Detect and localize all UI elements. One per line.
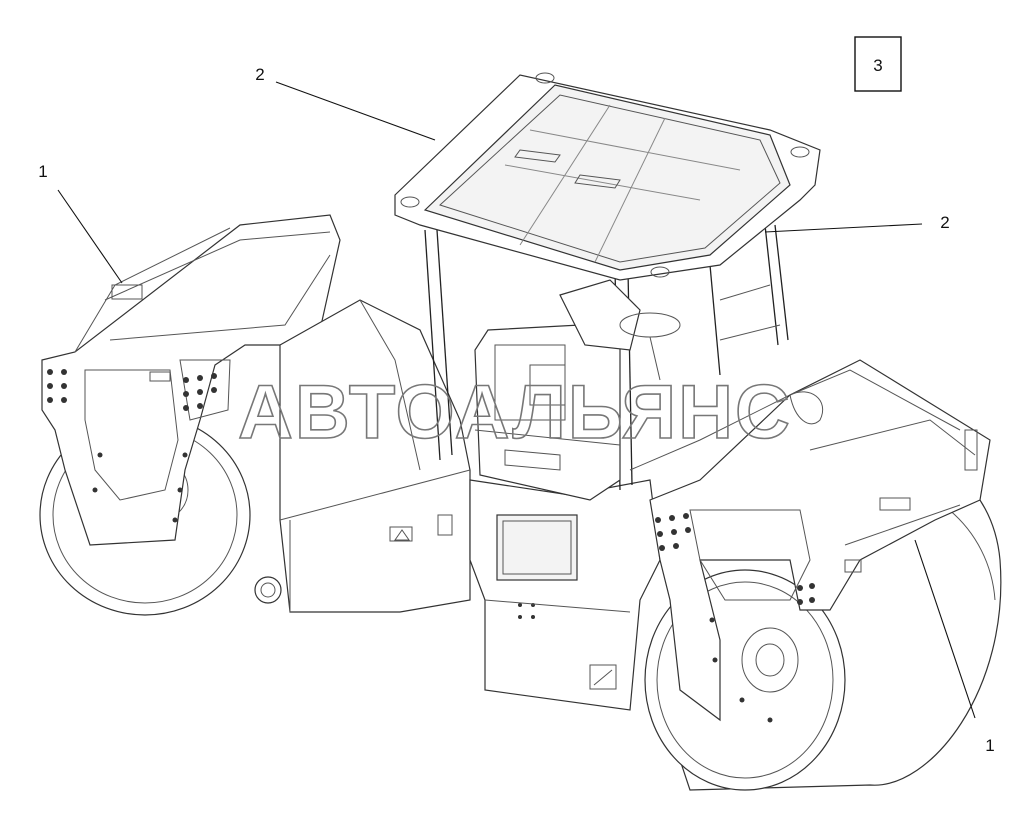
front-frame — [649, 359, 991, 722]
front-frame-bolts — [655, 513, 815, 723]
page-number-box: 3 — [854, 36, 902, 92]
callout-label: 1 — [985, 736, 994, 755]
rear-frame — [41, 214, 341, 546]
callout-label: 2 — [940, 213, 949, 232]
rear-frame-bolts — [47, 369, 217, 523]
cabin — [424, 224, 791, 501]
page-number: 3 — [873, 56, 882, 75]
callout-label: 2 — [255, 65, 264, 84]
canopy-roof — [394, 72, 821, 281]
callout-canopy-left: 2 — [255, 65, 436, 141]
callout-drum-front: 1 — [914, 539, 995, 755]
callout-canopy-right: 2 — [764, 213, 950, 233]
callout-label: 1 — [38, 162, 47, 181]
engine-hood — [254, 299, 471, 613]
callout-drum-rear: 1 — [38, 162, 123, 284]
center-chassis — [469, 479, 661, 711]
watermark-text: АВТОАЛЬЯНС — [238, 370, 792, 455]
